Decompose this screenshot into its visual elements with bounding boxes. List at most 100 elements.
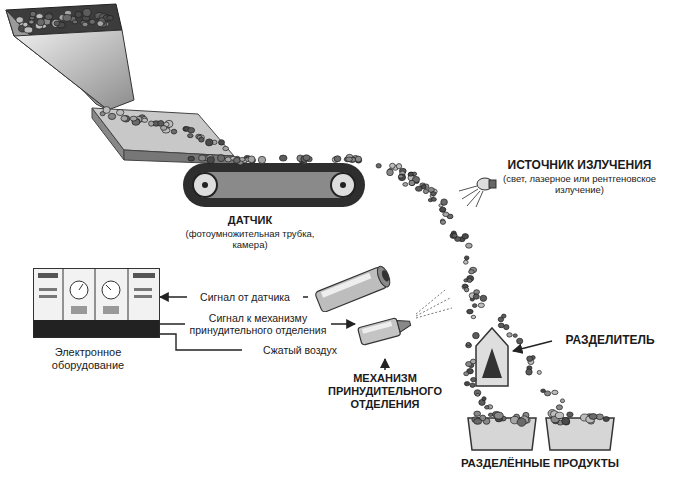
ore-rock — [552, 390, 558, 394]
electronics-node: Электронное оборудование — [33, 268, 160, 338]
sensor-device — [308, 260, 406, 316]
electronics-cabinet-part — [39, 288, 57, 291]
ore-rock — [29, 20, 34, 24]
conveyor-belt-part — [193, 173, 217, 197]
leader-arrows — [385, 341, 552, 370]
ore-rock — [376, 164, 381, 168]
splitter-part — [482, 348, 502, 378]
electronics-cabinet-part — [38, 273, 58, 278]
ore-rock — [466, 342, 470, 345]
ejector-device-part-part — [397, 317, 412, 332]
electronics-cabinet-part — [106, 285, 111, 290]
ore-rock — [462, 234, 468, 239]
ore-rock — [473, 294, 479, 299]
ore-rock — [97, 21, 104, 27]
radiation-source-part — [462, 189, 478, 199]
ore-rock — [107, 16, 114, 21]
electronics-cabinet — [33, 268, 160, 338]
ore-rock — [443, 212, 449, 217]
ore-rock — [149, 121, 154, 126]
hopper — [6, 4, 134, 110]
ore-rock — [513, 334, 517, 338]
ejector-label: МЕХАНИЗМ ПРИНУДИТЕЛЬНОГО ОТДЕЛЕНИЯ — [320, 372, 450, 412]
ore-rock — [75, 11, 82, 17]
ore-rock — [206, 139, 213, 146]
feeder-tray-part — [124, 150, 234, 164]
ore-rocks — [16, 9, 609, 427]
ore-rock — [450, 233, 457, 238]
ore-rock — [555, 412, 563, 418]
ore-rock — [161, 126, 167, 131]
electronics-cabinet-part — [79, 284, 83, 290]
splitter-label: РАЗДЕЛИТЕЛЬ — [556, 333, 664, 347]
ore-rock — [390, 163, 396, 168]
ore-rock — [480, 295, 487, 301]
ore-rock — [474, 411, 481, 416]
ore-rock — [485, 406, 489, 410]
ore-rock — [63, 15, 72, 22]
ore-rock — [346, 157, 353, 162]
ore-rock — [108, 113, 115, 119]
products-label: РАЗДЕЛЁННЫЕ ПРОДУКТЫ — [450, 457, 630, 471]
source-title: ИСТОЧНИК ИЗЛУЧЕНИЯ — [497, 158, 662, 172]
ore-rock — [171, 129, 177, 134]
electronics-cabinet-part — [134, 295, 152, 298]
electronics-cabinet-part — [63, 269, 64, 320]
ore-rock — [567, 412, 573, 417]
ejector-node: МЕХАНИЗМ ПРИНУДИТЕЛЬНОГО ОТДЕЛЕНИЯ — [355, 305, 415, 355]
ore-rock — [408, 172, 413, 176]
ore-rock — [83, 9, 91, 17]
ore-rock — [466, 343, 472, 348]
ejector-device-part-part — [358, 318, 401, 346]
ore-rock — [464, 382, 469, 386]
ore-rock — [207, 156, 214, 163]
ore-rock — [387, 169, 394, 176]
conveyor-belt-part — [331, 173, 355, 197]
ore-rock — [474, 419, 482, 425]
conveyor-belt-part — [200, 172, 348, 198]
ore-rock — [398, 174, 405, 181]
ore-rock — [103, 107, 110, 114]
ore-rock — [346, 154, 353, 160]
radiation-source-part — [489, 180, 496, 188]
ejector-device-part — [358, 315, 413, 346]
conveyor-belt-part — [202, 182, 208, 188]
radiation-source — [459, 178, 496, 207]
ore-rock — [54, 21, 60, 26]
ore-rock — [423, 189, 428, 193]
sensor-device-part — [315, 265, 393, 313]
electronics-cabinet-part — [102, 281, 120, 299]
ore-rock — [517, 338, 523, 344]
ore-rock — [537, 370, 541, 374]
ore-rock — [556, 405, 562, 410]
radiation-source-part — [467, 191, 480, 206]
conveyor-belt — [183, 163, 365, 207]
ore-rock — [218, 155, 225, 162]
ore-rock — [188, 128, 195, 133]
ore-rock — [464, 372, 469, 376]
ore-rock — [399, 175, 404, 178]
air-jet-part — [416, 290, 445, 314]
ore-rock — [464, 260, 469, 264]
ore-rock — [188, 134, 194, 138]
electronics-label: Электронное оборудование — [38, 346, 138, 372]
sensor-device-part-part — [380, 269, 390, 282]
ore-rock — [72, 20, 77, 24]
ore-rock — [23, 22, 28, 27]
ore-rock — [541, 389, 546, 393]
feeder-tray-part — [92, 108, 234, 156]
ore-rock — [16, 17, 24, 23]
ore-rock — [421, 185, 426, 189]
sensor-device-part-part — [321, 273, 371, 298]
ore-rock — [470, 383, 475, 388]
ore-rock — [494, 412, 503, 419]
ore-rock — [469, 270, 475, 274]
ore-rock — [142, 118, 148, 122]
ore-rock — [117, 110, 124, 116]
leader-arrows-part — [384, 359, 386, 370]
ore-rock — [45, 14, 53, 20]
line-label: Сжатый воздух — [242, 344, 358, 356]
ore-rock — [334, 156, 340, 160]
ore-rock — [219, 140, 225, 145]
